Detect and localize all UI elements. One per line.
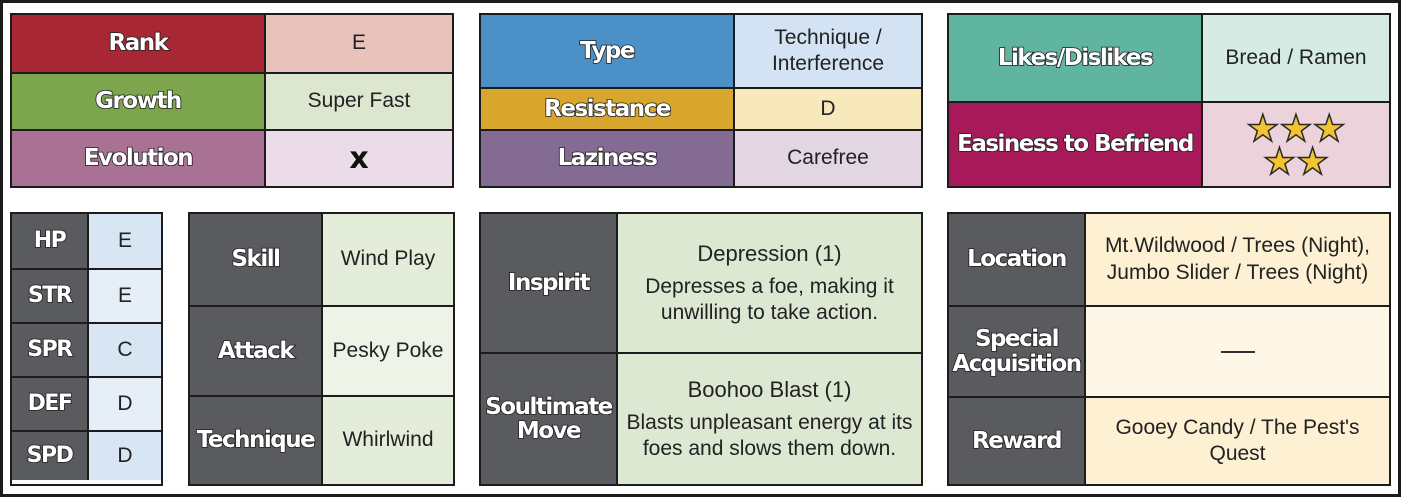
location-line-2: Jumbo Slider / Trees (Night) [1106,260,1369,284]
inspirit-label-text: Inspirit [507,269,591,296]
star-icon-row-1: ★★★ [1245,107,1346,149]
likes-label: Likes/Dislikes [949,15,1203,101]
easiness-value: ★★★ ★★ [1203,103,1389,186]
stat-value-str: E [89,270,161,322]
stat-value-spr: C [89,324,161,376]
rank-value: E [266,15,452,72]
star-icon-row-2: ★★ [1262,140,1330,182]
special-acquisition-value [1086,307,1389,396]
type-label: Type [481,15,735,87]
soultimate-label: Soultimate Move [481,354,618,484]
stat-row-def: DEF D [12,376,161,430]
type-value-line-1: Technique / [774,25,882,49]
type-value-line-2: Interference [771,52,885,75]
skill-value: Wind Play [323,214,453,305]
growth-value: Super Fast [266,74,452,129]
soultimate-label-line-1: Soultimate [484,393,614,420]
reward-row: Reward Gooey Candy / The Pest's Quest [949,396,1389,484]
special-acquisition-label: Special Acquisition [949,307,1086,396]
stat-value-def: D [89,378,161,430]
stat-label-def: DEF [12,378,89,430]
technique-row: Technique Whirlwind [190,395,453,484]
type-value: Technique / Interference [735,15,921,87]
stat-value-hp: E [89,214,161,268]
info-table: Rank E Growth Super Fast Evolution x [10,13,454,188]
skill-row: Skill Wind Play [190,214,453,305]
laziness-value: Carefree [735,131,921,186]
growth-row: Growth Super Fast [12,72,452,129]
location-table: Location Mt.Wildwood / Trees (Night), Ju… [947,212,1391,486]
attack-label: Attack [190,307,323,395]
type-table: Type Technique / Interference Resistance… [479,13,923,188]
stat-label-hp: HP [12,214,89,268]
location-row: Location Mt.Wildwood / Trees (Night), Ju… [949,214,1389,305]
stats-table: HP E STR E SPR C DEF D SPD D [10,212,163,486]
evolution-label: Evolution [12,131,266,186]
inspirit-value: Depression (1) Depresses a foe, making i… [618,214,921,352]
skill-label: Skill [190,214,323,305]
stat-row-hp: HP E [12,214,161,268]
likes-table: Likes/Dislikes Bread / Ramen Easiness to… [947,13,1391,188]
inspirit-desc-line-1: Depresses a foe, making it [645,274,894,298]
reward-line-2: Quest [1209,442,1266,465]
evolution-row: Evolution x [12,129,452,186]
stat-row-str: STR E [12,268,161,322]
likes-value: Bread / Ramen [1203,15,1389,101]
moves-table: Inspirit Depression (1) Depresses a foe,… [479,212,923,486]
soultimate-desc-line-2: foes and slows them down. [642,436,897,460]
laziness-row: Laziness Carefree [481,129,921,186]
stat-row-spd: SPD D [12,430,161,480]
inspirit-label: Inspirit [481,214,618,352]
easiness-stars: ★★★ ★★ [1245,107,1346,182]
easiness-label: Easiness to Befriend [949,103,1203,186]
growth-label: Growth [12,74,266,129]
reward-label: Reward [949,398,1086,484]
stat-label-spr: SPR [12,324,89,376]
attack-value: Pesky Poke [323,307,453,395]
stat-row-spr: SPR C [12,322,161,376]
resistance-row: Resistance D [481,87,921,129]
inspirit-desc-line-2: unwilling to take action. [660,300,879,324]
easiness-row: Easiness to Befriend ★★★ ★★ [949,101,1389,186]
special-label-line-2: Acquisition [952,350,1083,377]
soultimate-row: Soultimate Move Boohoo Blast (1) Blasts … [481,352,921,484]
likes-row: Likes/Dislikes Bread / Ramen [949,15,1389,101]
reward-line-1: Gooey Candy / The Pest's [1115,415,1360,439]
inspirit-name: Depression (1) [697,241,842,266]
type-row: Type Technique / Interference [481,15,921,87]
reward-value: Gooey Candy / The Pest's Quest [1086,398,1389,484]
rank-label: Rank [12,15,266,72]
skills-table: Skill Wind Play Attack Pesky Poke Techni… [188,212,455,486]
soultimate-label-line-2: Move [516,418,582,444]
soultimate-name: Boohoo Blast (1) [687,377,852,402]
laziness-label: Laziness [481,131,735,186]
stat-label-spd: SPD [12,432,89,480]
location-value: Mt.Wildwood / Trees (Night), Jumbo Slide… [1086,214,1389,305]
evolution-value: x [266,131,452,186]
location-line-1: Mt.Wildwood / Trees (Night), [1105,234,1370,258]
dash-icon [1220,350,1255,353]
soultimate-value: Boohoo Blast (1) Blasts unpleasant energ… [618,354,921,484]
cross-icon: x [349,140,369,176]
location-label: Location [949,214,1086,305]
attack-row: Attack Pesky Poke [190,305,453,395]
stat-value-spd: D [89,432,161,480]
inspirit-row: Inspirit Depression (1) Depresses a foe,… [481,214,921,352]
technique-label: Technique [190,397,323,484]
resistance-value: D [735,89,921,129]
soultimate-desc-line-1: Blasts unpleasant energy at its [626,410,913,434]
rank-row: Rank E [12,15,452,72]
stat-label-str: STR [12,270,89,322]
technique-value: Whirlwind [323,397,453,484]
special-label-line-1: Special [974,326,1060,353]
special-acquisition-row: Special Acquisition [949,305,1389,396]
resistance-label: Resistance [481,89,735,129]
